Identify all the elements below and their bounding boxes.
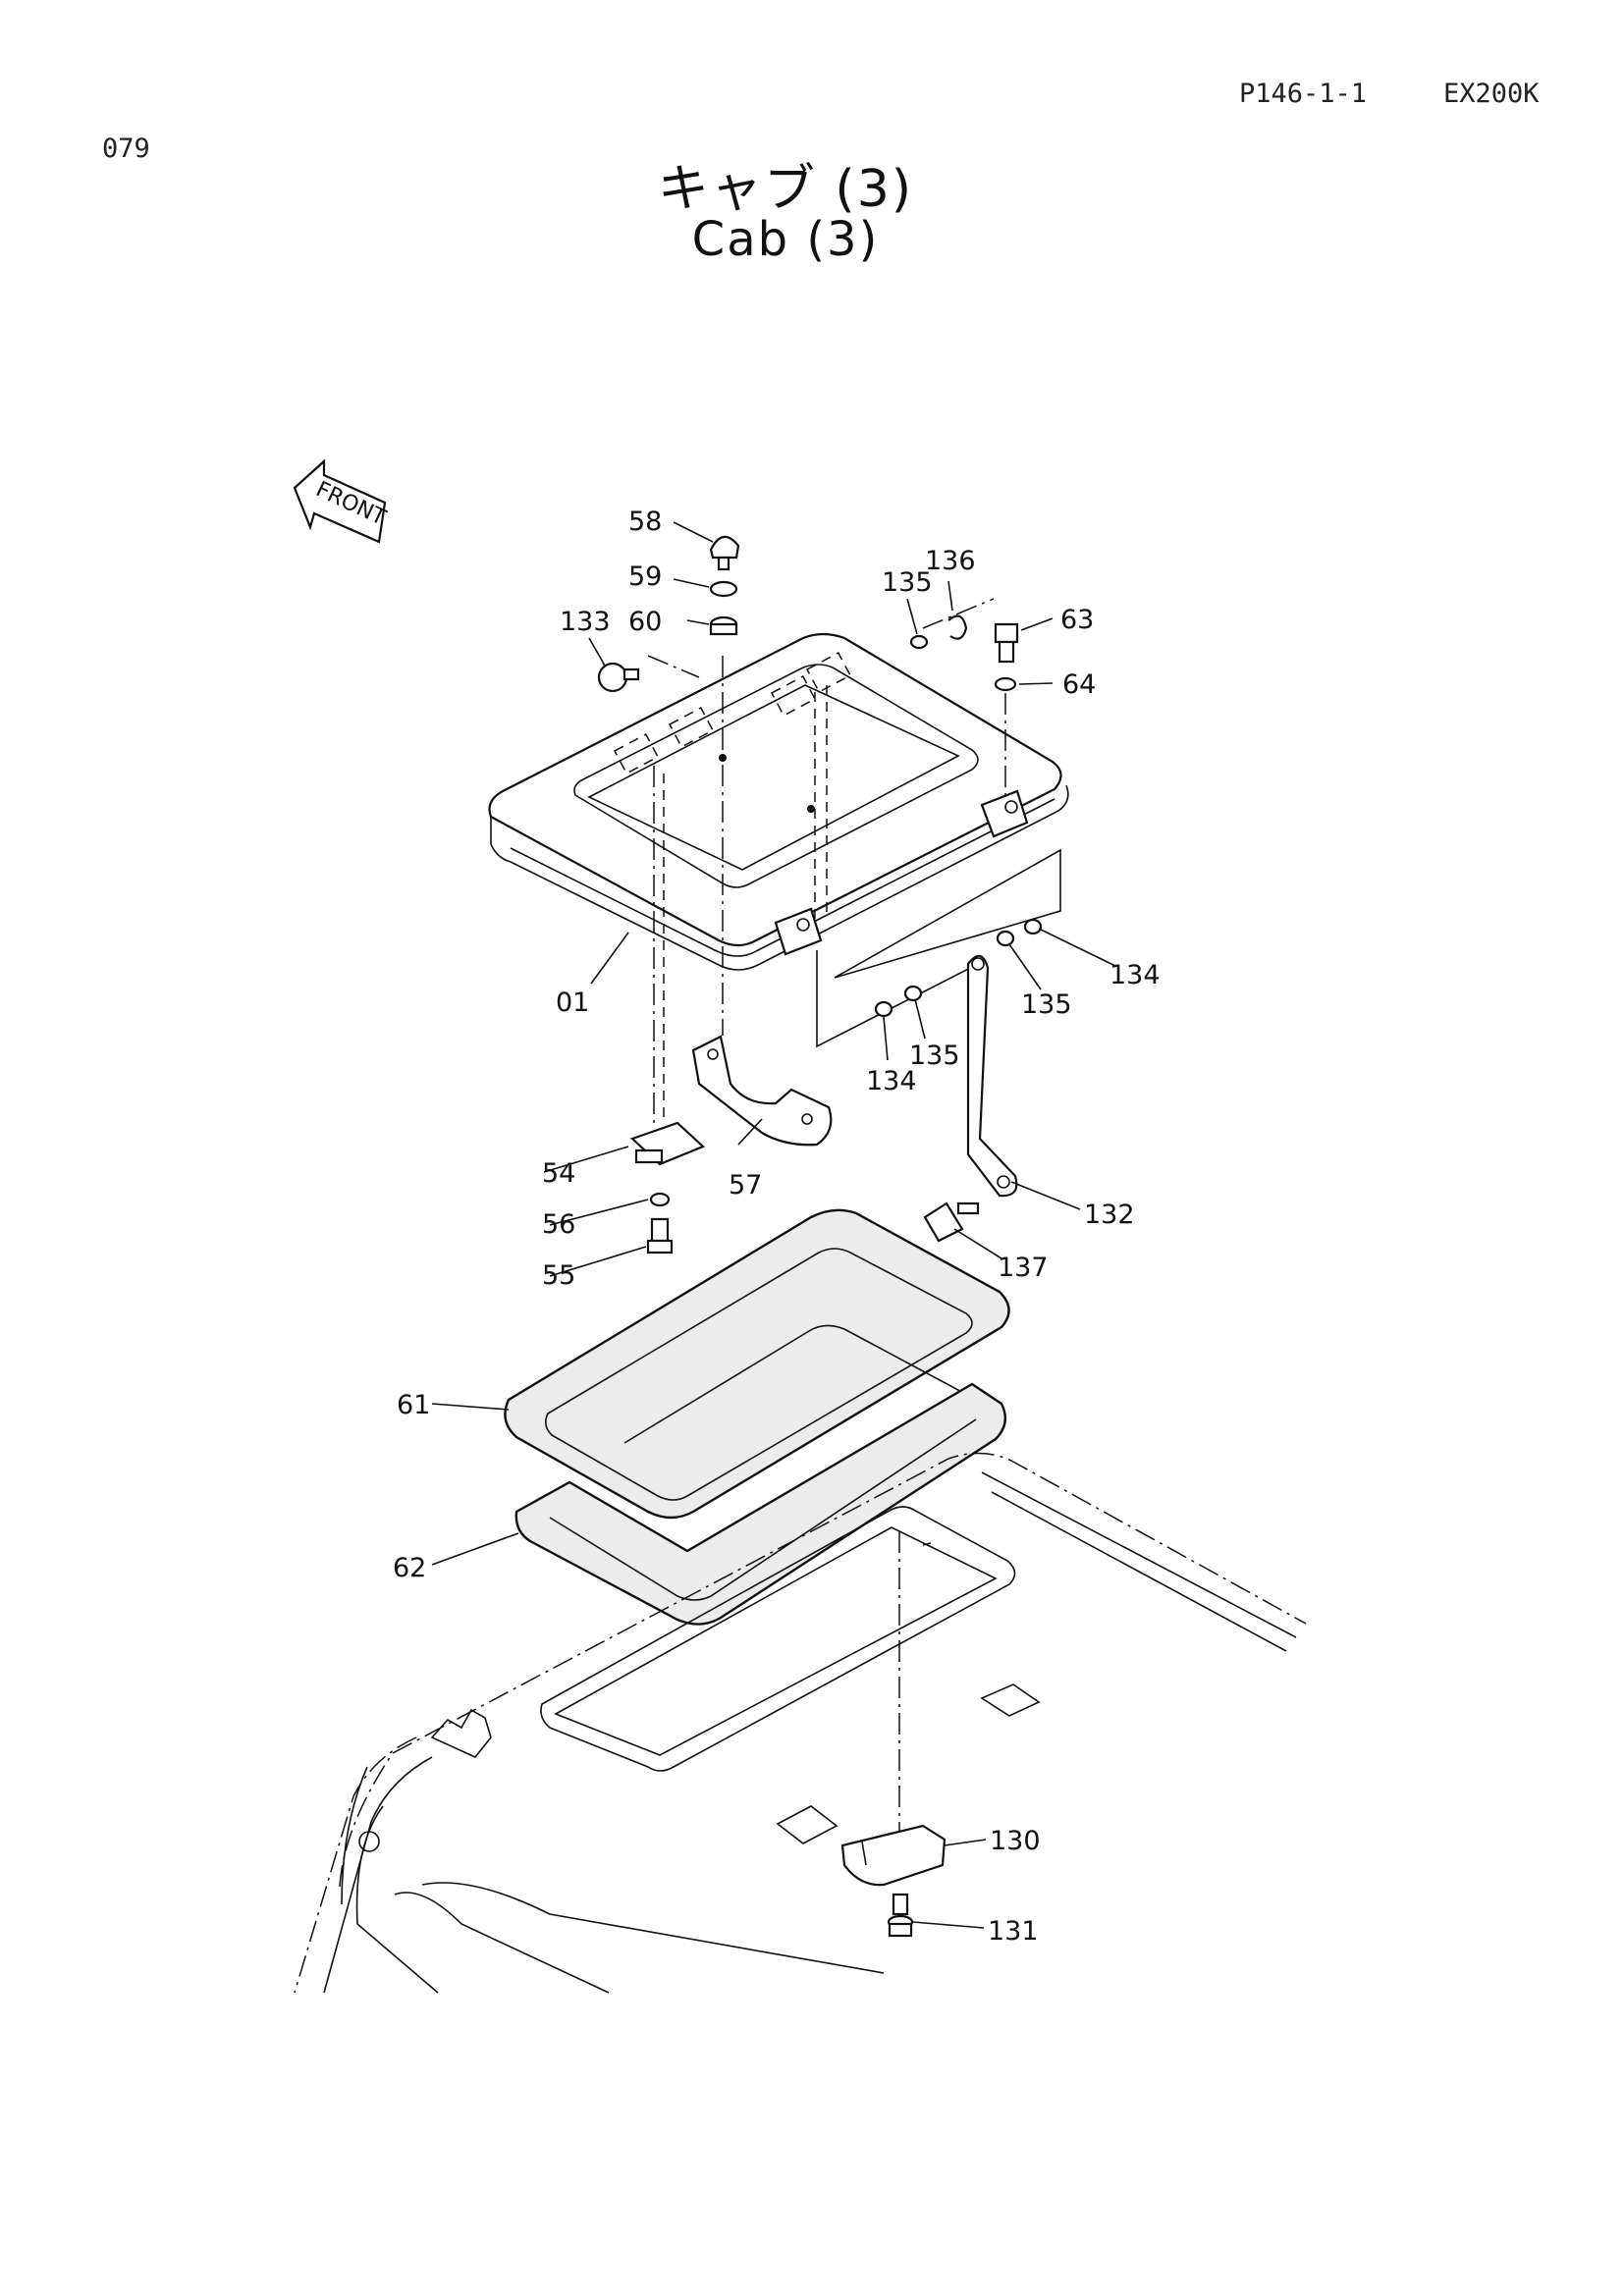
callout-01: 01 bbox=[556, 988, 589, 1018]
callout-132: 132 bbox=[1084, 1200, 1135, 1230]
cab-roof-frame bbox=[294, 1452, 1307, 1994]
callout-134-left: 134 bbox=[866, 1066, 917, 1096]
screw-part-55 bbox=[646, 1217, 674, 1255]
front-label: FRONT bbox=[312, 477, 390, 531]
callout-59: 59 bbox=[628, 561, 662, 592]
callout-134-right: 134 bbox=[1109, 960, 1161, 990]
bracket-part-54 bbox=[629, 1121, 706, 1166]
callout-63: 63 bbox=[1060, 605, 1094, 635]
sheet-number: 079 bbox=[102, 133, 150, 164]
callout-135-left: 135 bbox=[909, 1041, 960, 1071]
callout-62: 62 bbox=[393, 1553, 426, 1583]
nut-part-60 bbox=[709, 615, 738, 636]
washer-part-64 bbox=[994, 676, 1017, 692]
washer-part-59 bbox=[709, 580, 738, 598]
callout-58: 58 bbox=[628, 507, 662, 537]
title-english: Cab (3) bbox=[691, 212, 880, 267]
washer-part-56 bbox=[649, 1192, 671, 1207]
callout-137: 137 bbox=[998, 1253, 1049, 1283]
clip-part-136 bbox=[947, 614, 968, 640]
grab-handle-part-57 bbox=[691, 1035, 833, 1147]
washer-part-135-left bbox=[903, 985, 923, 1002]
callout-131: 131 bbox=[988, 1916, 1039, 1947]
hinge-left bbox=[774, 907, 823, 956]
callout-56: 56 bbox=[542, 1209, 575, 1240]
washer-part-134-left bbox=[874, 1000, 893, 1018]
callout-135-right: 135 bbox=[1021, 989, 1072, 1020]
washer-part-135-right bbox=[996, 930, 1015, 947]
knob-part-58 bbox=[709, 535, 740, 571]
callout-54: 54 bbox=[542, 1158, 575, 1189]
washer-part-134-right bbox=[1023, 918, 1043, 935]
washer-part-135-top bbox=[909, 634, 929, 650]
stay-arm-part-132 bbox=[966, 954, 1018, 1198]
page-code: P146-1-1 bbox=[1239, 79, 1368, 109]
callout-130: 130 bbox=[990, 1826, 1041, 1856]
callout-136: 136 bbox=[925, 546, 976, 576]
callout-60: 60 bbox=[628, 607, 662, 637]
roof-hatch-lid bbox=[488, 632, 1069, 971]
title-japanese: キャブ (3) bbox=[657, 160, 914, 219]
seal-part-61 bbox=[504, 1208, 1010, 1520]
callout-135-top: 135 bbox=[882, 567, 933, 598]
bolt-part-63 bbox=[994, 622, 1019, 664]
seal-part-62 bbox=[514, 1382, 1007, 1626]
callout-55: 55 bbox=[542, 1260, 575, 1291]
callout-64: 64 bbox=[1062, 669, 1096, 700]
leader-lines bbox=[431, 521, 1116, 1929]
callout-133: 133 bbox=[560, 607, 611, 637]
front-arrow-icon: FRONT bbox=[293, 458, 390, 544]
callout-61: 61 bbox=[397, 1390, 430, 1420]
callout-57: 57 bbox=[729, 1170, 762, 1201]
bolt-part-131 bbox=[887, 1893, 914, 1938]
bracket-part-130 bbox=[840, 1824, 947, 1887]
pin-part-133 bbox=[597, 662, 640, 693]
model-code: EX200K bbox=[1443, 79, 1540, 109]
knob-screw-part-137 bbox=[923, 1201, 980, 1243]
